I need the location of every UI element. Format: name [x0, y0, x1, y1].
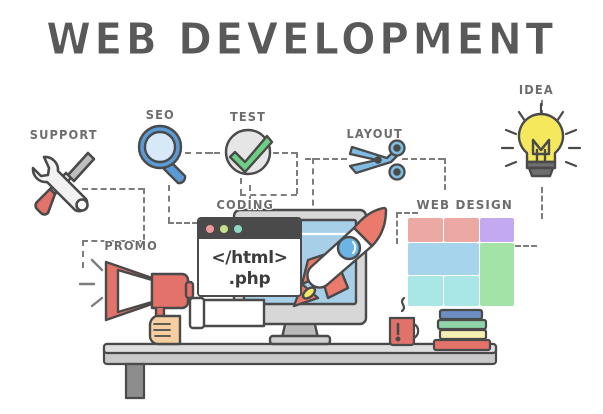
connector-idea-down — [541, 187, 543, 219]
swatch-blue-wide — [408, 243, 479, 275]
label-promo: PROMO — [103, 238, 158, 254]
color-grid-icon — [408, 218, 514, 306]
book-green — [436, 318, 488, 331]
connector-layout-down — [312, 158, 314, 216]
steam — [400, 296, 406, 313]
page-title: WEB DEVELOPMENT — [46, 14, 557, 66]
rocket-icon — [292, 206, 388, 308]
code-line-html: </html> — [211, 247, 288, 268]
code-dot-green — [234, 225, 242, 233]
book-blue — [438, 308, 484, 321]
megaphone-icon — [78, 258, 266, 346]
code-dot-yellow — [220, 225, 228, 233]
connector-test-right — [273, 152, 297, 154]
code-line-php: .php — [228, 268, 271, 289]
connector-layout-right — [402, 158, 444, 160]
swatch-purple — [480, 218, 514, 242]
connector-webdesign-in — [396, 212, 418, 214]
book-stack — [432, 308, 492, 352]
label-web-design: WEB DESIGN — [415, 196, 513, 213]
connector-webdesign-up — [444, 158, 446, 190]
label-support: SUPPORT — [29, 127, 98, 143]
code-window-titlebar — [199, 219, 300, 239]
connector-layout-left — [305, 158, 347, 160]
swatch-green-tall — [480, 243, 514, 306]
connector-support-right — [82, 188, 144, 190]
connector-seo-down — [168, 185, 170, 223]
check-circle-icon — [224, 128, 274, 176]
code-window-body: </html> .php — [199, 239, 300, 295]
book-red — [432, 338, 492, 352]
book-cream — [438, 328, 488, 341]
label-layout: LAYOUT — [345, 126, 403, 142]
swatch-salmon-1 — [408, 218, 443, 242]
swatch-cyan-2 — [444, 276, 479, 306]
connector-test-down — [296, 152, 298, 194]
swatch-cyan-1 — [408, 276, 443, 306]
scissors-icon — [348, 139, 406, 181]
label-coding: CODING — [215, 197, 275, 213]
coffee-mug — [388, 296, 420, 347]
label-seo: SEO — [145, 107, 175, 123]
connector-coding-up — [240, 178, 242, 195]
label-test: TEST — [229, 109, 267, 125]
wrench-screwdriver-icon — [31, 151, 96, 216]
connector-test-left — [196, 152, 220, 154]
desk — [102, 342, 498, 400]
code-window: </html> .php — [197, 217, 302, 297]
connector-promo-left — [82, 240, 84, 268]
magnifying-glass-icon — [137, 124, 187, 185]
swatch-salmon-2 — [444, 218, 479, 242]
connector-webdesign-left — [396, 212, 398, 244]
connector-coding-join — [240, 194, 297, 196]
code-dot-red — [206, 225, 214, 233]
connector-seo-right — [168, 222, 198, 224]
label-idea: IDEA — [518, 82, 554, 98]
connector-webdesign-side — [515, 245, 537, 247]
connector-codewin-top — [249, 185, 251, 213]
lightbulb-icon — [500, 102, 582, 178]
connector-support-down — [143, 188, 145, 240]
connector-promo-top — [82, 240, 144, 242]
